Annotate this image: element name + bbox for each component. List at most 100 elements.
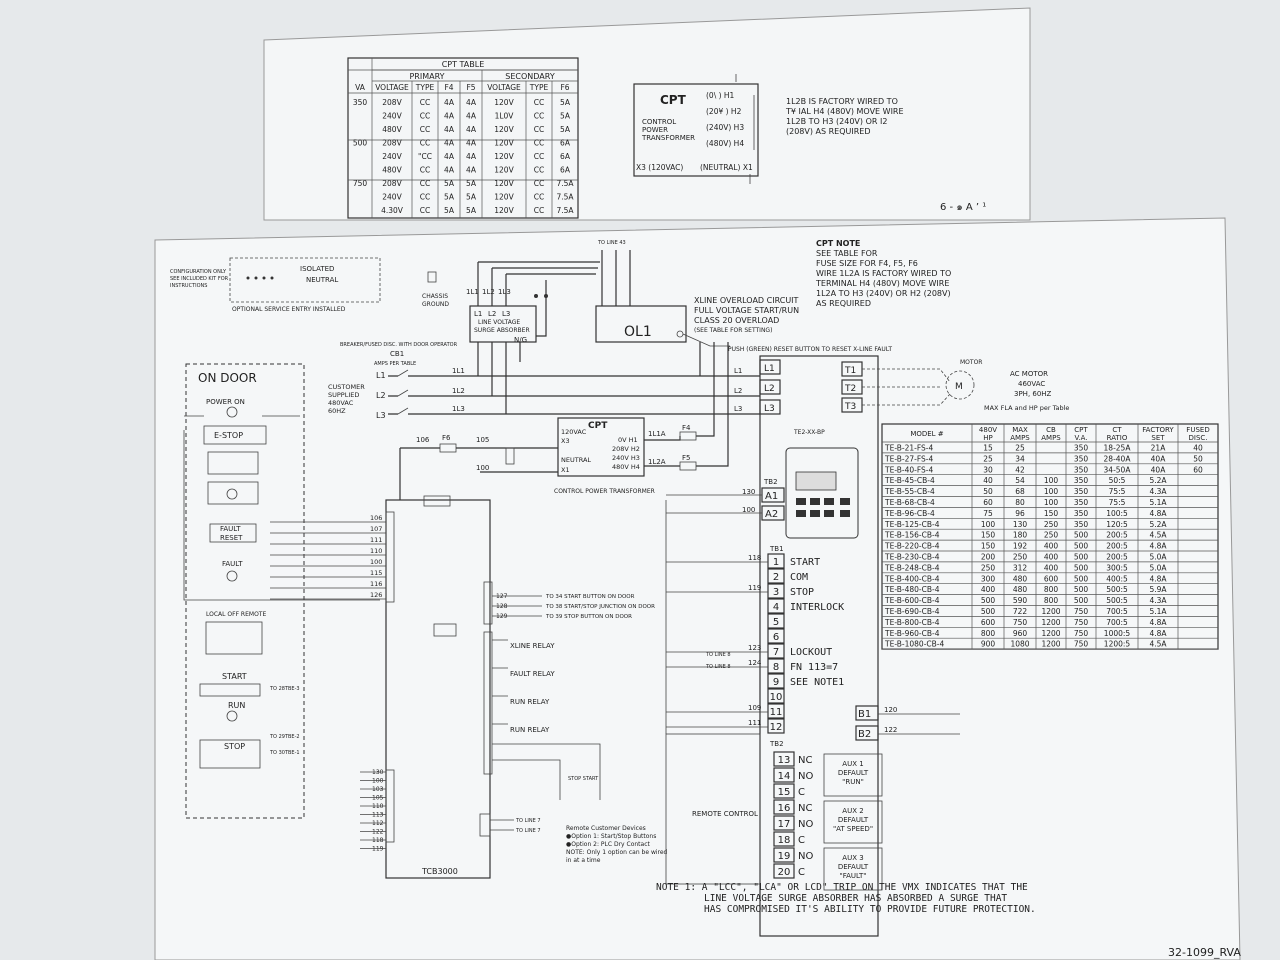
fault-label: FAULT — [222, 560, 243, 568]
b-terminal-box — [855, 725, 879, 741]
cpt-table-cell: 208V — [382, 98, 402, 107]
tb1-terminal-number: 8 — [773, 662, 779, 673]
model-table-header: HP — [983, 434, 993, 442]
tcb-bottom-wire-label: 118 — [372, 837, 384, 844]
cpt-left-4: X1 — [561, 466, 570, 474]
tb1-terminal-number: 6 — [773, 632, 779, 643]
wire-106: 106 — [416, 436, 430, 444]
cpt-table-cell: CC — [534, 179, 544, 188]
model-table-cell: 100 — [1044, 476, 1059, 485]
aux-terminal-box — [773, 783, 795, 799]
model-table-cell: 28-40A — [1104, 454, 1132, 463]
wire-100: 100 — [476, 464, 489, 472]
remote-control-box: REMOTE CONTROL — [665, 500, 761, 885]
cpt-table-cell: CC — [420, 193, 430, 202]
cpt-table-cell: CC — [534, 139, 544, 148]
config-block: CONFIGURATION ONLY SEE INCLUDED KIT FOR … — [170, 257, 381, 313]
cpt-note-6: 1L2A TO H3 (240V) OR H2 (208V) — [816, 289, 951, 298]
run-label: RUN — [228, 701, 245, 710]
model-table-header: AMPS — [1010, 434, 1030, 442]
model-table-cell: TE-B-1080-CB-4 — [884, 640, 944, 649]
model-table-cell: 60 — [1193, 465, 1203, 474]
fault-reset-2: RESET — [220, 534, 243, 542]
model-table-cell: 500 — [1074, 596, 1089, 605]
aux-terminal-contact: C — [798, 835, 805, 846]
motor-phase: 3PH, 60HZ — [1014, 390, 1052, 398]
cpt-table-cell: 5A — [466, 206, 477, 215]
tcb-bottom-wire-label: 113 — [372, 812, 384, 819]
aux-terminal-box — [773, 815, 795, 831]
tb1-terminal-number: 9 — [773, 677, 779, 688]
tb1-terminal-number: 7 — [773, 647, 779, 658]
top-note-3: 1L2B TO H3 (240V) OR I2 — [786, 117, 887, 126]
tb1-terminal-box — [767, 613, 785, 629]
cpt-table-cell: 4A — [444, 166, 455, 175]
to-line7-1: TO LINE 7 — [515, 818, 541, 824]
model-table-cell: 500:5 — [1106, 585, 1128, 594]
model-table-cell: 300 — [981, 574, 996, 583]
model-table-cell: 100 — [981, 520, 996, 529]
line-1l1: 1L1 — [452, 367, 465, 375]
aux-terminal-contact: NO — [798, 851, 813, 862]
aux-terminal-number: 20 — [778, 867, 791, 878]
tb1-terminal-wire: 111 — [748, 719, 761, 727]
tb1-terminal-label: COM — [790, 572, 808, 583]
cpt-table-cell: 4A — [466, 152, 477, 161]
aux-box-text: "AT SPEED" — [833, 825, 873, 833]
breaker-note: BREAKER/FUSED DISC. WITH DOOR OPERATOR — [340, 342, 458, 348]
cpt-table-header: F4 — [444, 83, 453, 92]
remote-note-4: NOTE: Only 1 option can be wired — [566, 849, 668, 856]
line-1l2: 1L2 — [452, 387, 465, 395]
model-table-cell: 30 — [983, 465, 993, 474]
cpt-table-header: VA — [355, 83, 366, 92]
model-table-cell: 5.1A — [1149, 498, 1167, 507]
tb1-terminal-number: 10 — [770, 692, 783, 703]
tcb-bottom-wire-label: 100 — [372, 778, 384, 785]
b-terminal-id: B2 — [858, 729, 871, 740]
remote-control-label: REMOTE CONTROL — [692, 810, 758, 818]
config-note-3: INSTRUCTIONS — [170, 283, 207, 289]
model-table-header: MODEL # — [910, 430, 943, 438]
tb1-terminal-box — [767, 688, 785, 704]
cpt-table-cell: CC — [420, 139, 430, 148]
cpt-table-cell: 4A — [444, 139, 455, 148]
te-model: TE2-XX-BP — [793, 429, 825, 436]
model-table-cell: 5.0A — [1149, 553, 1167, 562]
cpt-table-cell: CC — [534, 112, 544, 121]
tb1-terminal-box — [767, 583, 785, 599]
tb1-terminal-number: 11 — [770, 707, 783, 718]
model-table-cell: 4.3A — [1149, 596, 1167, 605]
cpt-table-cell: 5A — [466, 179, 477, 188]
ol1-to-line: TO LINE 43 — [597, 240, 626, 246]
model-table-cell: 700:5 — [1106, 607, 1128, 616]
model-table-cell: 750 — [1074, 618, 1089, 627]
cpt-caption: CONTROL POWER TRANSFORMER — [554, 488, 655, 495]
start-label: START — [222, 672, 247, 681]
chassis-label: CHASSIS — [422, 293, 448, 300]
model-table-cell: 34 — [1015, 454, 1025, 463]
cpt-table-cell: 240V — [382, 152, 402, 161]
model-table-cell: 1200 — [1041, 607, 1060, 616]
tb1-terminal-number: 12 — [770, 722, 783, 733]
overload-note: XLINE OVERLOAD CIRCUIT FULL VOLTAGE STAR… — [694, 296, 892, 353]
model-table-cell: 180 — [1013, 531, 1028, 540]
cpt-note-title: CPT NOTE — [816, 239, 860, 248]
cpt-table-cell: CC — [534, 98, 544, 107]
term-l1: L1 — [764, 364, 775, 374]
model-table-cell: 312 — [1013, 563, 1028, 572]
model-table-cell: 722 — [1013, 607, 1028, 616]
cpt-table-cell: CC — [534, 166, 544, 175]
tb1-terminal-wire: 123 — [748, 644, 761, 652]
t1: T1 — [844, 366, 856, 376]
to-line8: TO LINE 8 TO LINE 8 — [705, 652, 731, 670]
line-l3: L3 — [376, 411, 386, 420]
cpt-right-3: 240V H3 — [612, 454, 640, 462]
top-cpt-tap-3: (240V) H3 — [706, 123, 744, 132]
model-table-cell: 750 — [1074, 640, 1089, 649]
model-table-cell: TE-B-248-CB-4 — [884, 563, 940, 572]
cpt-right-4: 480V H4 — [612, 463, 640, 471]
model-table-cell: 100:5 — [1106, 509, 1128, 518]
